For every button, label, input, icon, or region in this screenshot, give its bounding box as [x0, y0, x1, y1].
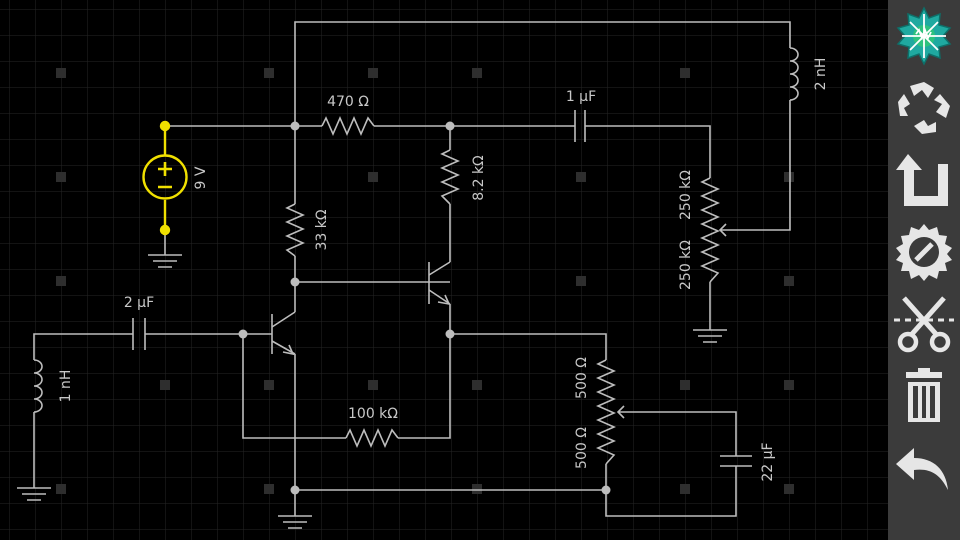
pot2-top-label: 500 Ω — [574, 357, 590, 399]
delete-icon — [906, 368, 942, 422]
potentiometer-250k[interactable] — [700, 177, 730, 283]
capacitor-1uf-label: 1 µF — [566, 89, 596, 105]
ground-inductor — [17, 487, 51, 501]
pot1-top-label: 250 kΩ — [678, 170, 694, 220]
circuit-canvas[interactable]: 9 V 470 Ω 1 µF 2 nH 33 kΩ 8.2 kΩ 250 kΩ … — [0, 0, 888, 540]
resistor-470-label: 470 Ω — [327, 94, 369, 110]
cut-icon — [894, 296, 954, 353]
capacitor-22uf[interactable] — [720, 455, 752, 467]
potentiometer-500[interactable] — [596, 359, 628, 465]
resistor-8k2-label: 8.2 kΩ — [471, 155, 487, 201]
grid-dots — [56, 68, 794, 494]
capacitor-22uf-label: 22 µF — [760, 442, 776, 481]
inductor-2nh-label: 2 nH — [813, 58, 829, 91]
resistor-33k-label: 33 kΩ — [314, 209, 330, 250]
flip-icon — [896, 154, 948, 206]
inductor-1nh-label: 1 nH — [58, 370, 74, 403]
resistor-100k-label: 100 kΩ — [348, 406, 398, 422]
transistor-q1[interactable] — [271, 311, 296, 356]
capacitor-2uf-label: 2 µF — [124, 295, 154, 311]
toolbar — [888, 0, 960, 540]
rotate-button[interactable] — [888, 72, 960, 144]
ground-battery — [148, 254, 182, 268]
inductor-2nh[interactable] — [789, 47, 799, 101]
delete-button[interactable] — [888, 360, 960, 432]
undo-icon — [896, 448, 948, 490]
capacitor-1uf[interactable] — [574, 110, 586, 142]
inductor-1nh[interactable] — [33, 359, 43, 413]
battery-label: 9 V — [193, 166, 209, 189]
cut-button[interactable] — [888, 288, 960, 360]
undo-button[interactable] — [888, 432, 960, 504]
ground-emitter — [278, 515, 312, 529]
resistor-470[interactable] — [321, 116, 375, 136]
ground-pot — [693, 329, 727, 343]
resistor-33k[interactable] — [285, 203, 305, 257]
rotate-icon — [898, 82, 950, 134]
resistor-100k[interactable] — [345, 428, 399, 448]
app-logo-button[interactable] — [888, 0, 960, 72]
transistor-q2[interactable] — [428, 261, 451, 306]
capacitor-2uf[interactable] — [132, 318, 146, 350]
settings-button[interactable] — [888, 216, 960, 288]
flip-button[interactable] — [888, 144, 960, 216]
pot1-bottom-label: 250 kΩ — [678, 240, 694, 290]
app-logo-icon — [896, 6, 952, 66]
settings-icon — [896, 224, 952, 281]
resistor-8k2[interactable] — [440, 149, 460, 205]
battery-9v[interactable] — [142, 120, 188, 236]
junction-dots — [238, 121, 611, 495]
pot2-bottom-label: 500 Ω — [574, 427, 590, 469]
